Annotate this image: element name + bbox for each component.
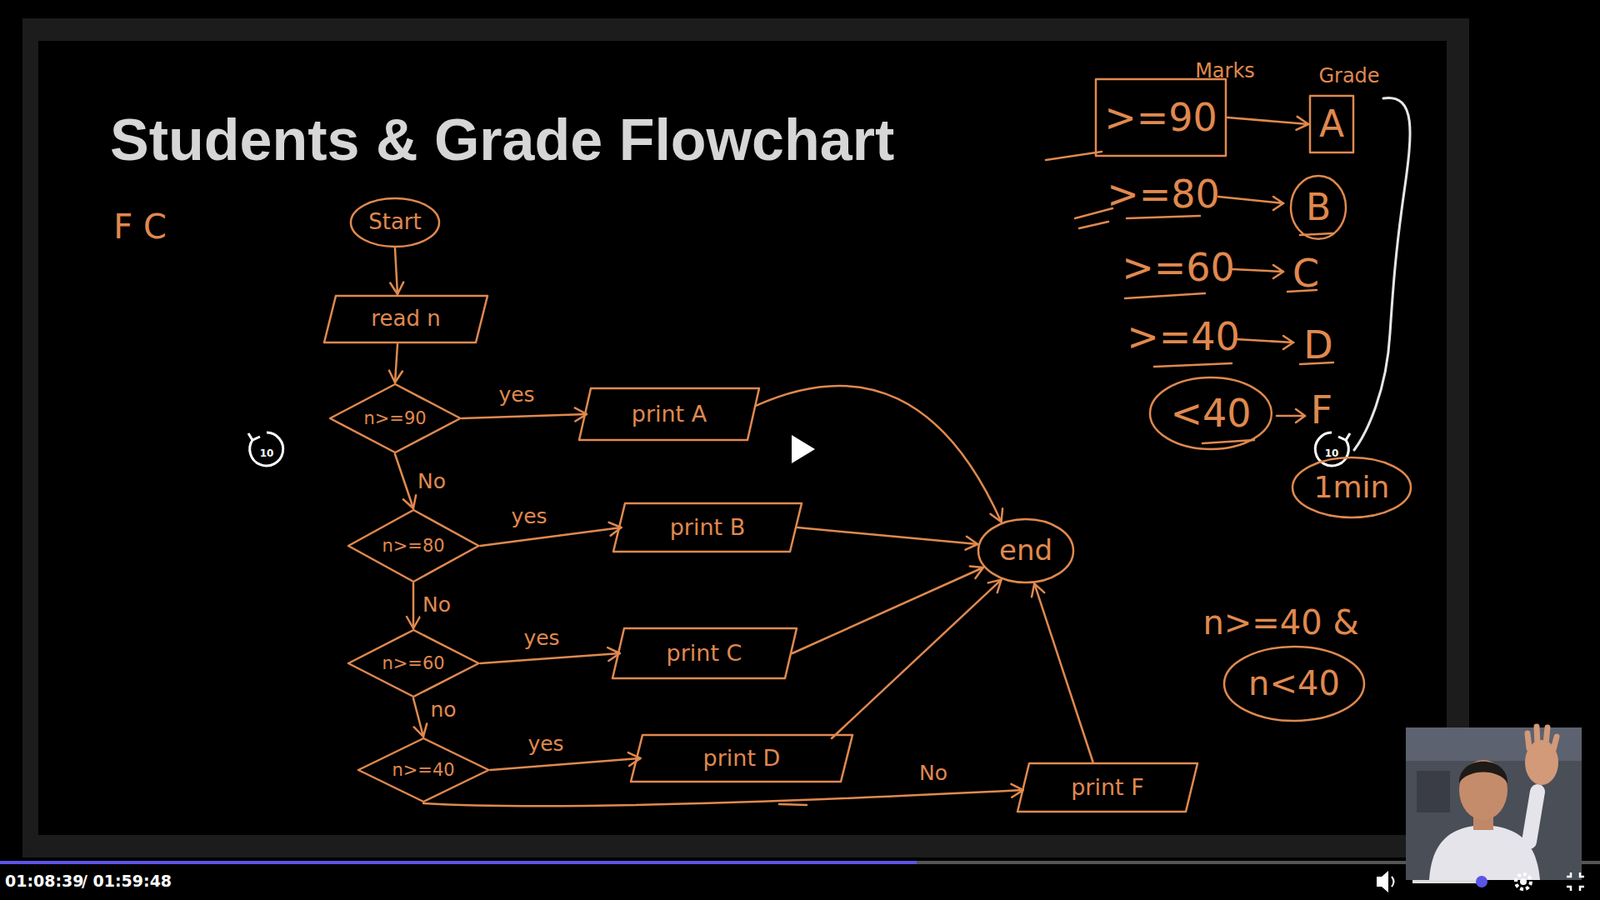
process-box: print F	[1015, 761, 1200, 814]
total-time: / 01:59:48	[81, 872, 172, 891]
node-text: print D	[703, 745, 781, 771]
node-text: read n	[370, 306, 440, 332]
edge-label: yes	[520, 626, 562, 651]
condition-note: n>=40 &	[1202, 603, 1359, 642]
current-time: 01:08:39	[5, 872, 85, 891]
grade-circle: B	[1289, 174, 1348, 241]
marks-circle: <40	[1148, 375, 1274, 451]
progress-track	[0, 860, 1600, 865]
flow-arrow	[1227, 116, 1309, 130]
node-text: print C	[666, 640, 743, 666]
marks-threshold: >=80	[1106, 172, 1220, 217]
edge-label: No	[420, 593, 454, 618]
skip-seconds: 10	[1325, 448, 1340, 460]
slide-area	[38, 40, 1447, 835]
flow-arrow	[406, 583, 420, 629]
time-note-circle: 1min	[1290, 455, 1413, 520]
flow-arrow	[831, 580, 1002, 739]
player-controls	[1376, 870, 1585, 893]
edge-label: no	[427, 698, 459, 723]
grade-arrows	[1218, 196, 1305, 423]
grade-letter: C	[1292, 251, 1320, 296]
decision-diamond: n>=90	[328, 382, 462, 455]
flow-arrow	[1031, 583, 1093, 762]
flow-arrow	[461, 407, 587, 421]
skip-seconds: 10	[260, 448, 275, 460]
node-text: n<40	[1248, 664, 1340, 703]
flow-arrow	[413, 698, 427, 737]
node-text: B	[1305, 186, 1331, 230]
node-text: n>=90	[363, 408, 426, 429]
decision-diamond: n>=60	[346, 628, 480, 699]
flow-arrow	[423, 784, 1024, 806]
column-heading: Grade	[1318, 65, 1380, 89]
node-text: end	[999, 534, 1053, 567]
column-heading: Marks	[1195, 60, 1255, 84]
player-panel	[22, 18, 1470, 858]
decision-diamond: n>=80	[346, 508, 480, 584]
flow-arrow	[755, 385, 1003, 522]
process-box: print C	[610, 626, 799, 680]
curly-bracket	[1354, 97, 1410, 450]
edge-label: No	[916, 761, 950, 786]
marks-threshold: >=60	[1121, 245, 1235, 290]
flow-arrow	[480, 522, 621, 546]
webcam	[1405, 726, 1582, 880]
forward-icon	[1315, 432, 1350, 466]
edge-label: yes	[525, 732, 566, 757]
hand-strokes	[779, 151, 1334, 805]
edge-label: yes	[495, 383, 537, 408]
node-text: print F	[1070, 774, 1145, 800]
condition-circle: n<40	[1222, 645, 1366, 723]
marks-box: >=90	[1094, 77, 1228, 158]
process-box: print D	[629, 733, 855, 784]
decision-diamond: n>=40	[356, 736, 490, 804]
process-box: print B	[611, 501, 804, 554]
node-text: print A	[631, 400, 708, 427]
node-text: print B	[670, 514, 746, 540]
start-terminal: Start	[349, 196, 441, 249]
edge-label: No	[415, 470, 449, 495]
node-text: Start	[368, 210, 422, 235]
node-text: >=90	[1104, 95, 1218, 140]
flow-arrow	[390, 248, 404, 295]
rewind-icon	[248, 432, 284, 466]
slide-title: Students & Grade Flowchart	[110, 106, 895, 174]
flow-arrow	[389, 344, 403, 383]
grade-box: A	[1308, 94, 1355, 155]
play-button	[791, 435, 815, 464]
node-text: A	[1319, 103, 1345, 146]
node-text: <40	[1170, 391, 1251, 436]
flow-arrow	[797, 527, 978, 550]
node-text: n>=60	[381, 653, 445, 674]
grade-letter: D	[1303, 323, 1333, 368]
progress-fill	[0, 860, 917, 865]
flow-arrow	[395, 454, 416, 509]
input-box: read n	[322, 294, 490, 345]
process-box: print A	[577, 386, 761, 442]
grade-letter: F	[1310, 388, 1333, 433]
side-note: F C	[113, 207, 167, 246]
marks-threshold: >=40	[1126, 315, 1240, 360]
node-text: n>=40	[391, 760, 455, 780]
node-text: n>=80	[381, 535, 445, 556]
end-terminal: end	[976, 517, 1075, 585]
flow-arrow	[792, 565, 984, 654]
edge-label: yes	[508, 505, 550, 530]
node-text: 1min	[1314, 470, 1390, 505]
